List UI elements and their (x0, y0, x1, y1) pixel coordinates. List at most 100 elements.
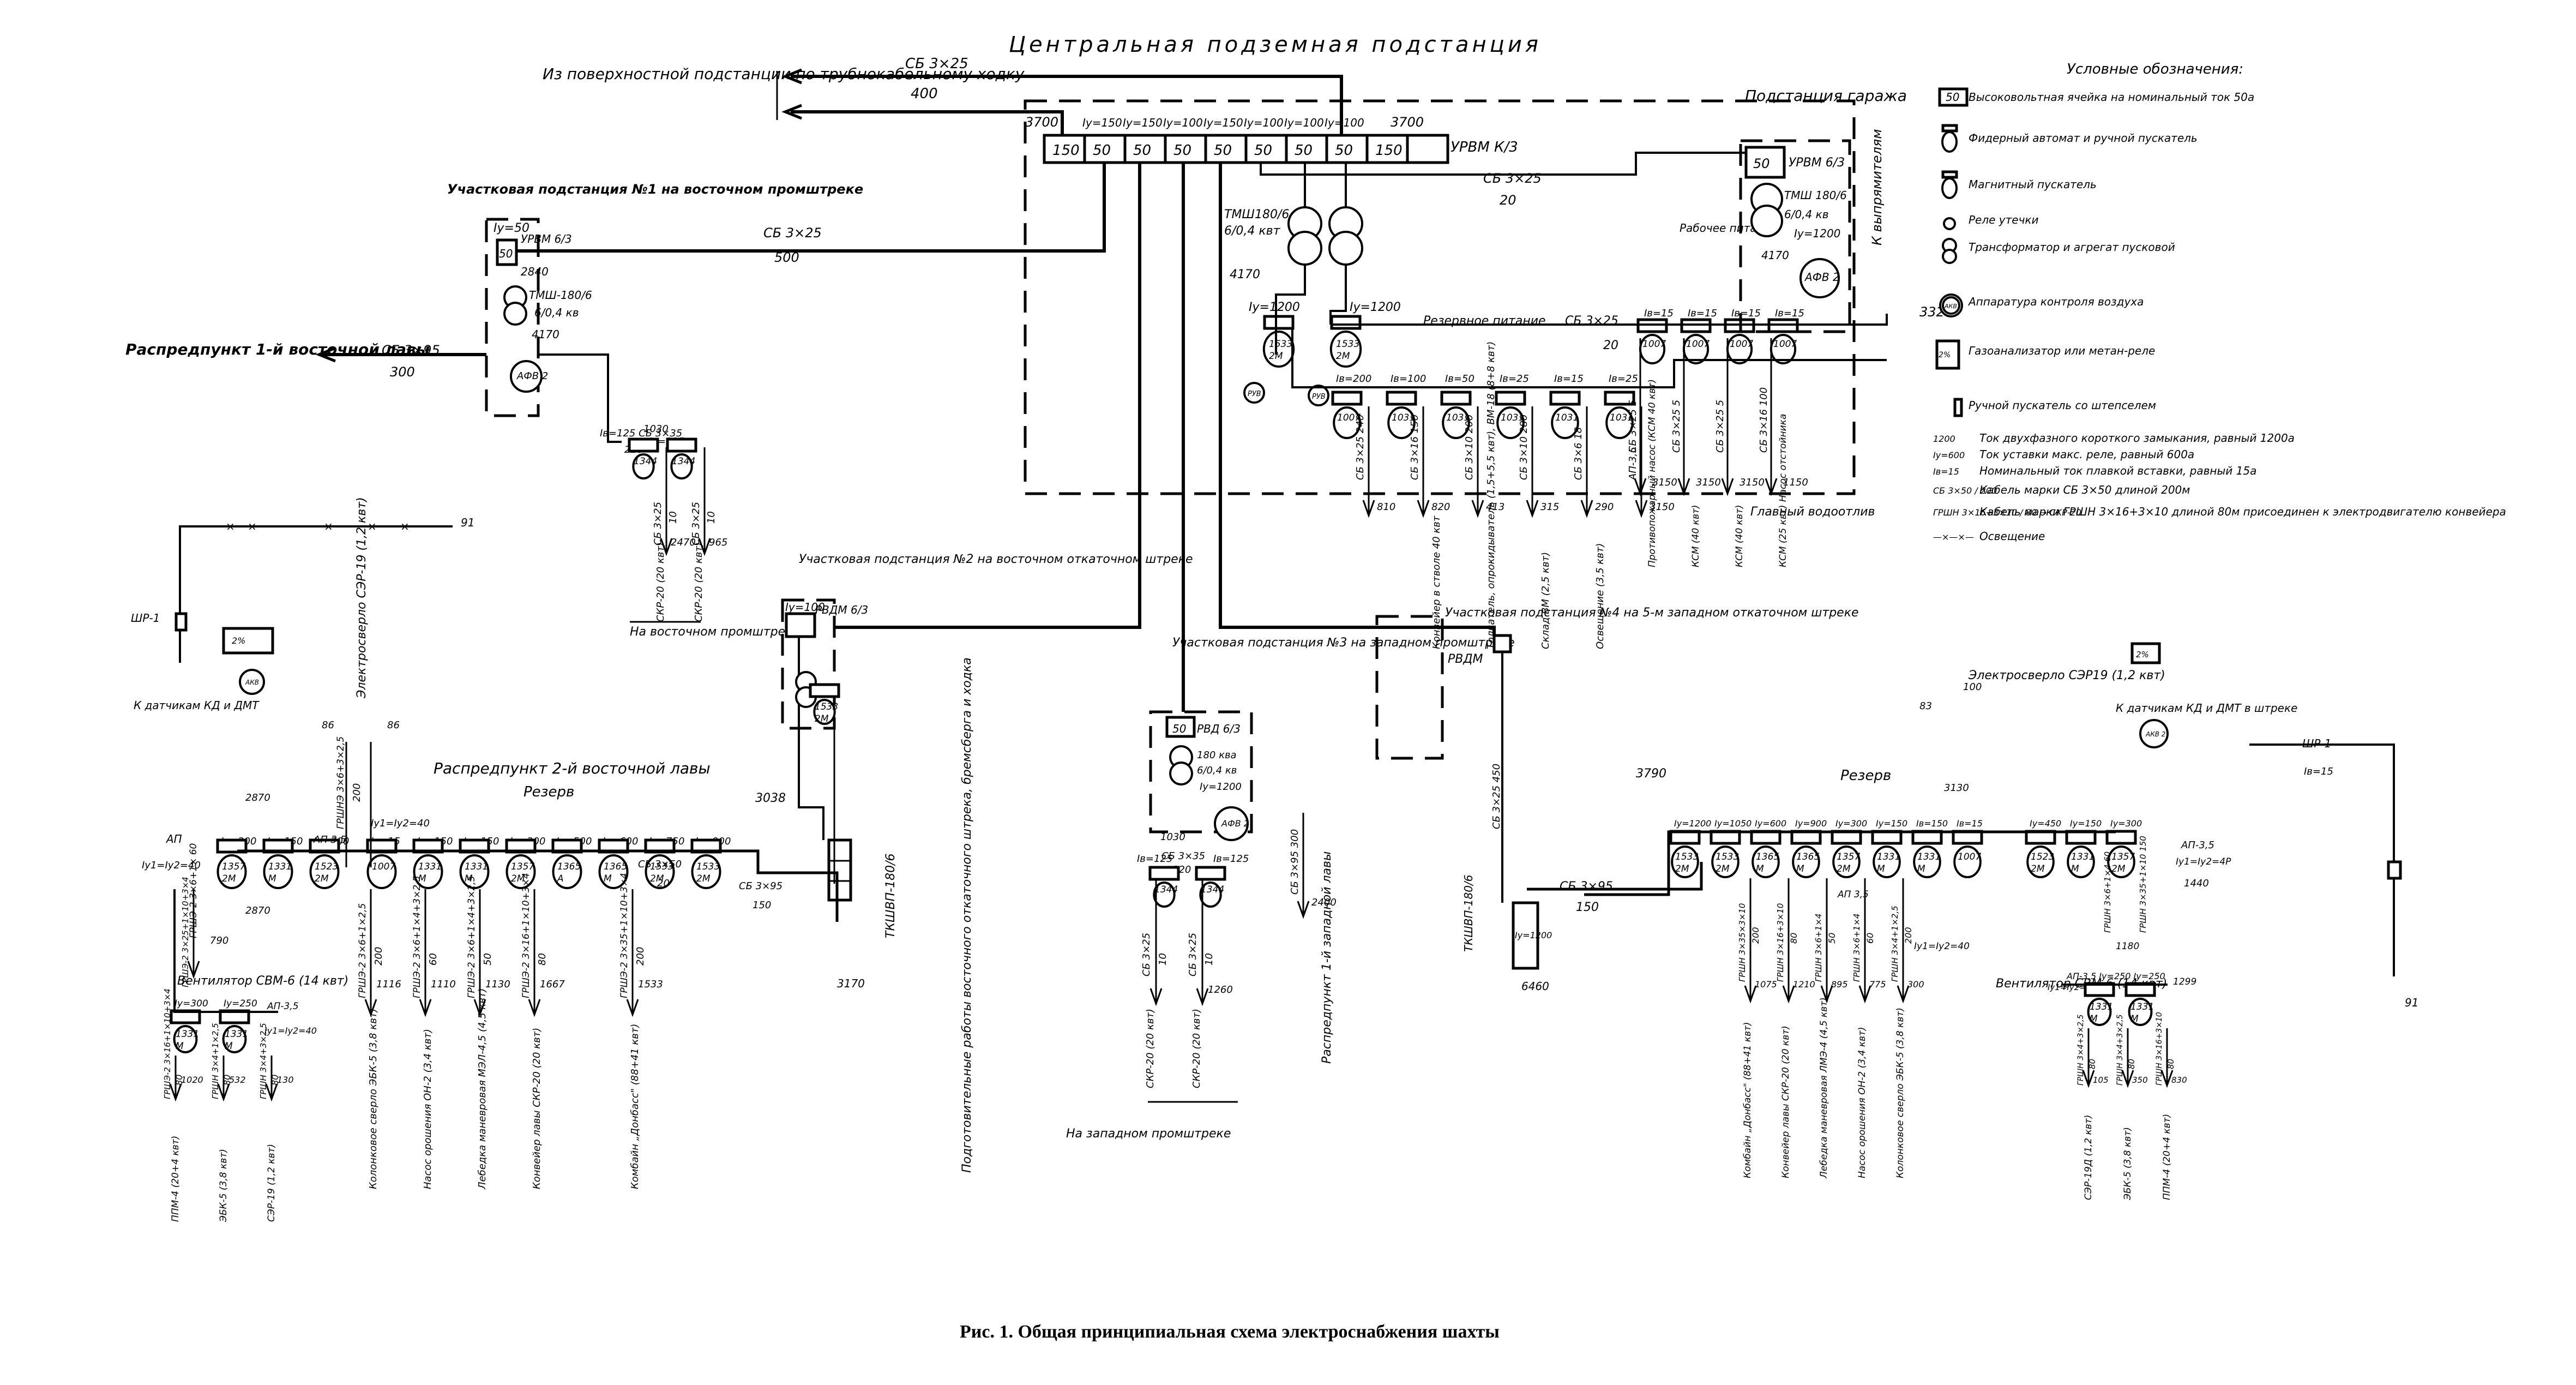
sub3-load-sc: 1260 (1208, 984, 1233, 996)
wire (1329, 265, 1347, 325)
dp-west-sub-settings: АП-3,5 Iу=250 Iу=250 (2066, 971, 2165, 981)
sub-load-cable-label: ГРШН 3×4+3×2,5 (258, 1023, 268, 1099)
dp-west-fan-sc: 1180 (2116, 941, 2139, 952)
dp-west-ap-setting: Iу1=Iу2=40 (1914, 941, 1970, 952)
substation-3: Участковая подстанция №3 на западном про… (1066, 636, 1515, 1141)
in-length: 150 (753, 900, 771, 911)
legend-switch-icon (1941, 170, 1958, 179)
starter-label: 1533 (1716, 852, 1739, 862)
dp-east-load-sc: 1667 (540, 979, 565, 990)
arrow-icon (1820, 985, 1833, 1004)
dp-east-bus (237, 849, 839, 922)
feeder-cable-label: СБ 3×6 18 (1573, 427, 1584, 480)
arrow-icon (1580, 500, 1593, 518)
starter-label: 1331 (2090, 1002, 2113, 1012)
leak-relay-icon (1308, 385, 1329, 406)
dp-west-load-len: 50 (1827, 933, 1837, 944)
sub3-load-cable-label: СБ 3×25 (1141, 933, 1152, 976)
to-rectifiers-label: К выпрямителям (1869, 129, 1885, 245)
starter-icon (1551, 406, 1579, 439)
switchgear-cell-rating: 50 (1214, 142, 1232, 159)
dp-east-load-cable-label: ГРШЭ-2 3×6+1×4+3×2,5 (466, 876, 477, 998)
sub3-fuse2: Iв=125 (1213, 853, 1249, 865)
dp-east-load-name: Комбайн „Донбасс" (88+41 квт) (629, 1024, 641, 1189)
sc-right: 3700 (1391, 115, 1424, 130)
arrow-icon (626, 999, 639, 1017)
sub3-voltage: 6/0,4 кв (1197, 765, 1237, 776)
transformer-left-type: ТМШ180/6 (1224, 208, 1289, 221)
starter-icon (552, 854, 582, 889)
starter-label: 1533 (696, 861, 720, 872)
dp-west-shr-fuse: Iв=15 (2304, 766, 2333, 777)
sub-setting: Iу=300 (174, 998, 208, 1009)
garage-breaker: АФВ 2 (1804, 271, 1840, 284)
legend-symbol: СБ 3×50 / 200 (1933, 485, 1997, 496)
dp-east-starters: Iу=30013572МIу=1501331МIу=30015232МIу=15… (142, 792, 783, 916)
dp-east-load-sc: 1130 (485, 979, 510, 990)
dp-west-sub-cable-label: ГРШН 3×16+3×10 (2155, 1012, 2164, 1086)
pump-fuse: Iв=15 (1688, 308, 1717, 319)
sub3-loads-location: На западном промштреке (1066, 1127, 1231, 1141)
sub-setting: Iу=250 (224, 998, 257, 1009)
dp-west-sub-sc: 830 (2171, 1075, 2187, 1085)
garage-length: 20 (1500, 193, 1516, 208)
sub4-out (1527, 862, 1703, 891)
drill-sc: 86 (322, 720, 334, 731)
sub2-tkvp-sc: 3170 (837, 977, 865, 990)
dp-west-ap-right-sc: 1440 (2184, 878, 2209, 889)
dp-east-load-cable-label: ГРШЭ-2 3×35+1×10+3×4 (619, 873, 630, 998)
starter-icon (1752, 846, 1780, 878)
legend-starter-icon (1941, 131, 1958, 153)
sub1-branch (537, 353, 622, 443)
dp-west-sub-len: 80 (2127, 1059, 2136, 1069)
starter-label: 2М (2031, 864, 2045, 874)
arrow-icon (1297, 901, 1310, 919)
feeder-cable-label: СБ 3×25 240 (1355, 415, 1366, 480)
starter-label: 1007 (1337, 412, 1361, 423)
cell-setting: Iу=100 (1284, 116, 1324, 129)
in-cable: СБ 3×95 (739, 880, 783, 892)
sub-load-len: 80 (174, 1075, 184, 1086)
transformer-left-sc: 4170 (1230, 268, 1260, 281)
arrow-icon (1635, 500, 1648, 518)
dp-west-setting: Iу=150 (1876, 818, 1907, 829)
dp-east-load-cable-label: ГРШЭ-2 3×6+1×4+3×2,5 (412, 876, 423, 998)
arrow-icon (169, 1083, 182, 1102)
arrow-icon (1677, 478, 1690, 496)
starter-label: 1523 (315, 861, 338, 872)
central-transformer-left: ТМШ180/6 6/0,4 квт 4170 Iу=1200 (1224, 206, 1322, 314)
starter-switch-icon (628, 437, 659, 453)
dp-west-subgroup-loads: АП-3,5 Iу=250 Iу=250Iу1=Iу2=401331М1331М… (2048, 836, 2196, 1201)
cell-setting: Iу=100 (1244, 116, 1284, 129)
dp-east-sensors: К датчикам КД и ДМТ (134, 699, 260, 712)
legend-text: Кабель марки ГРШН 3×16+3×10 длиной 80м п… (1979, 505, 2506, 518)
sub1-breaker: АФВ 2 (516, 370, 548, 382)
distribution-point-west: Резерв 3790 Электросверло СЭР19 (1,2 квт… (1636, 642, 2418, 1201)
starter-icon (2067, 846, 2095, 878)
drill-cable-label: ГРШНЭ 3×6+3×2,5 (335, 736, 346, 829)
garage-sc: 4170 (1761, 249, 1789, 262)
switchgear-cell-rating: 50 (1173, 142, 1191, 159)
starter-icon (2128, 998, 2153, 1026)
switchgear-cell-rating: 50 (1093, 142, 1111, 159)
dp-west-setting: Iу=600 (1755, 818, 1786, 829)
switchgear-cell-rating: 50 (1254, 142, 1272, 159)
starter-label: 1331 (2130, 1002, 2154, 1012)
starter-label: М (418, 873, 426, 884)
lighting-line (179, 525, 453, 663)
starter-icon (645, 854, 675, 889)
sub1-load-cable-label: СБ 3×25 (690, 502, 702, 545)
starter-icon (632, 453, 655, 479)
sub3-label: Участковая подстанция №3 на западном про… (1172, 636, 1515, 650)
garage-substation-label: Подстанция гаража (1745, 87, 1907, 105)
sub1-loads: Iв=125 СБ 3×351030220Iв=12513441344СБ 3×… (600, 423, 727, 623)
starter-switch-icon (809, 683, 840, 698)
feeder-sc: 413 (1486, 501, 1504, 513)
dp-west-sub-sc: 1299 (2173, 976, 2196, 987)
sub3-cell: 50 (1172, 722, 1186, 735)
sub4-switchgear: РВДМ (1448, 652, 1483, 666)
wire (1275, 265, 1306, 355)
distribution-point-east: Распредпункт 2-й восточной лавы Резерв 3… (131, 497, 786, 1222)
dp-west-setting: Iу=900 (1795, 818, 1827, 829)
